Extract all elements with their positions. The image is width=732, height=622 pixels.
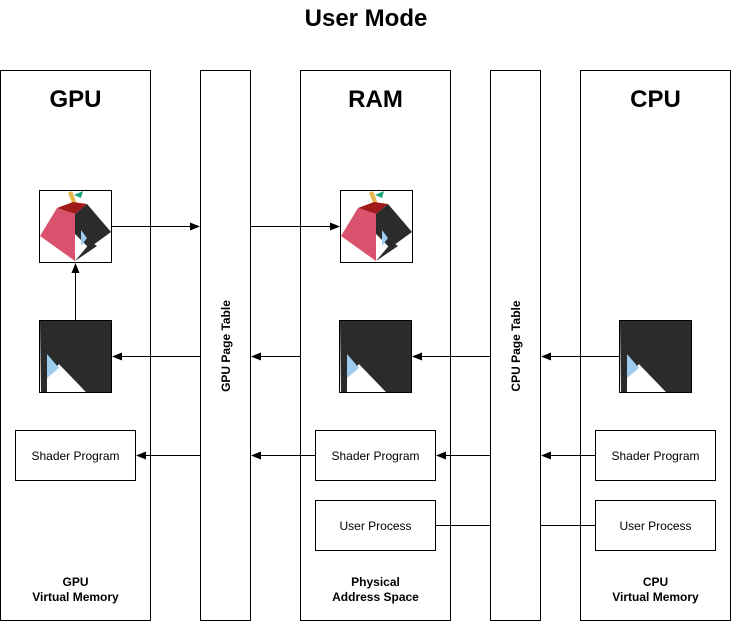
gpu-mesa-logo-icon bbox=[39, 190, 112, 263]
ram-shader-program-box: Shader Program bbox=[315, 430, 436, 481]
ram-user-process-box: User Process bbox=[315, 500, 436, 551]
gpu-footer: GPU Virtual Memory bbox=[32, 575, 119, 604]
cpu-arch-logo-icon bbox=[619, 320, 692, 393]
ram-heading: RAM bbox=[348, 86, 403, 113]
ram-footer: Physical Address Space bbox=[332, 575, 419, 604]
cpu-page-table: CPU Page Table bbox=[490, 70, 541, 621]
cpu-footer: CPU Virtual Memory bbox=[612, 575, 699, 604]
cpu-user-process-box: User Process bbox=[595, 500, 716, 551]
gpu-arch-logo-icon bbox=[39, 320, 112, 393]
gpu-shader-program-box: Shader Program bbox=[15, 430, 136, 481]
gpu-page-table: GPU Page Table bbox=[200, 70, 251, 621]
cpu-heading: CPU bbox=[630, 86, 681, 113]
cpu-shader-program-box: Shader Program bbox=[595, 430, 716, 481]
diagram-title: User Mode bbox=[304, 5, 428, 32]
gpu-heading: GPU bbox=[49, 86, 102, 113]
ram-mesa-logo-icon bbox=[340, 190, 413, 263]
ram-arch-logo-icon bbox=[339, 320, 412, 393]
